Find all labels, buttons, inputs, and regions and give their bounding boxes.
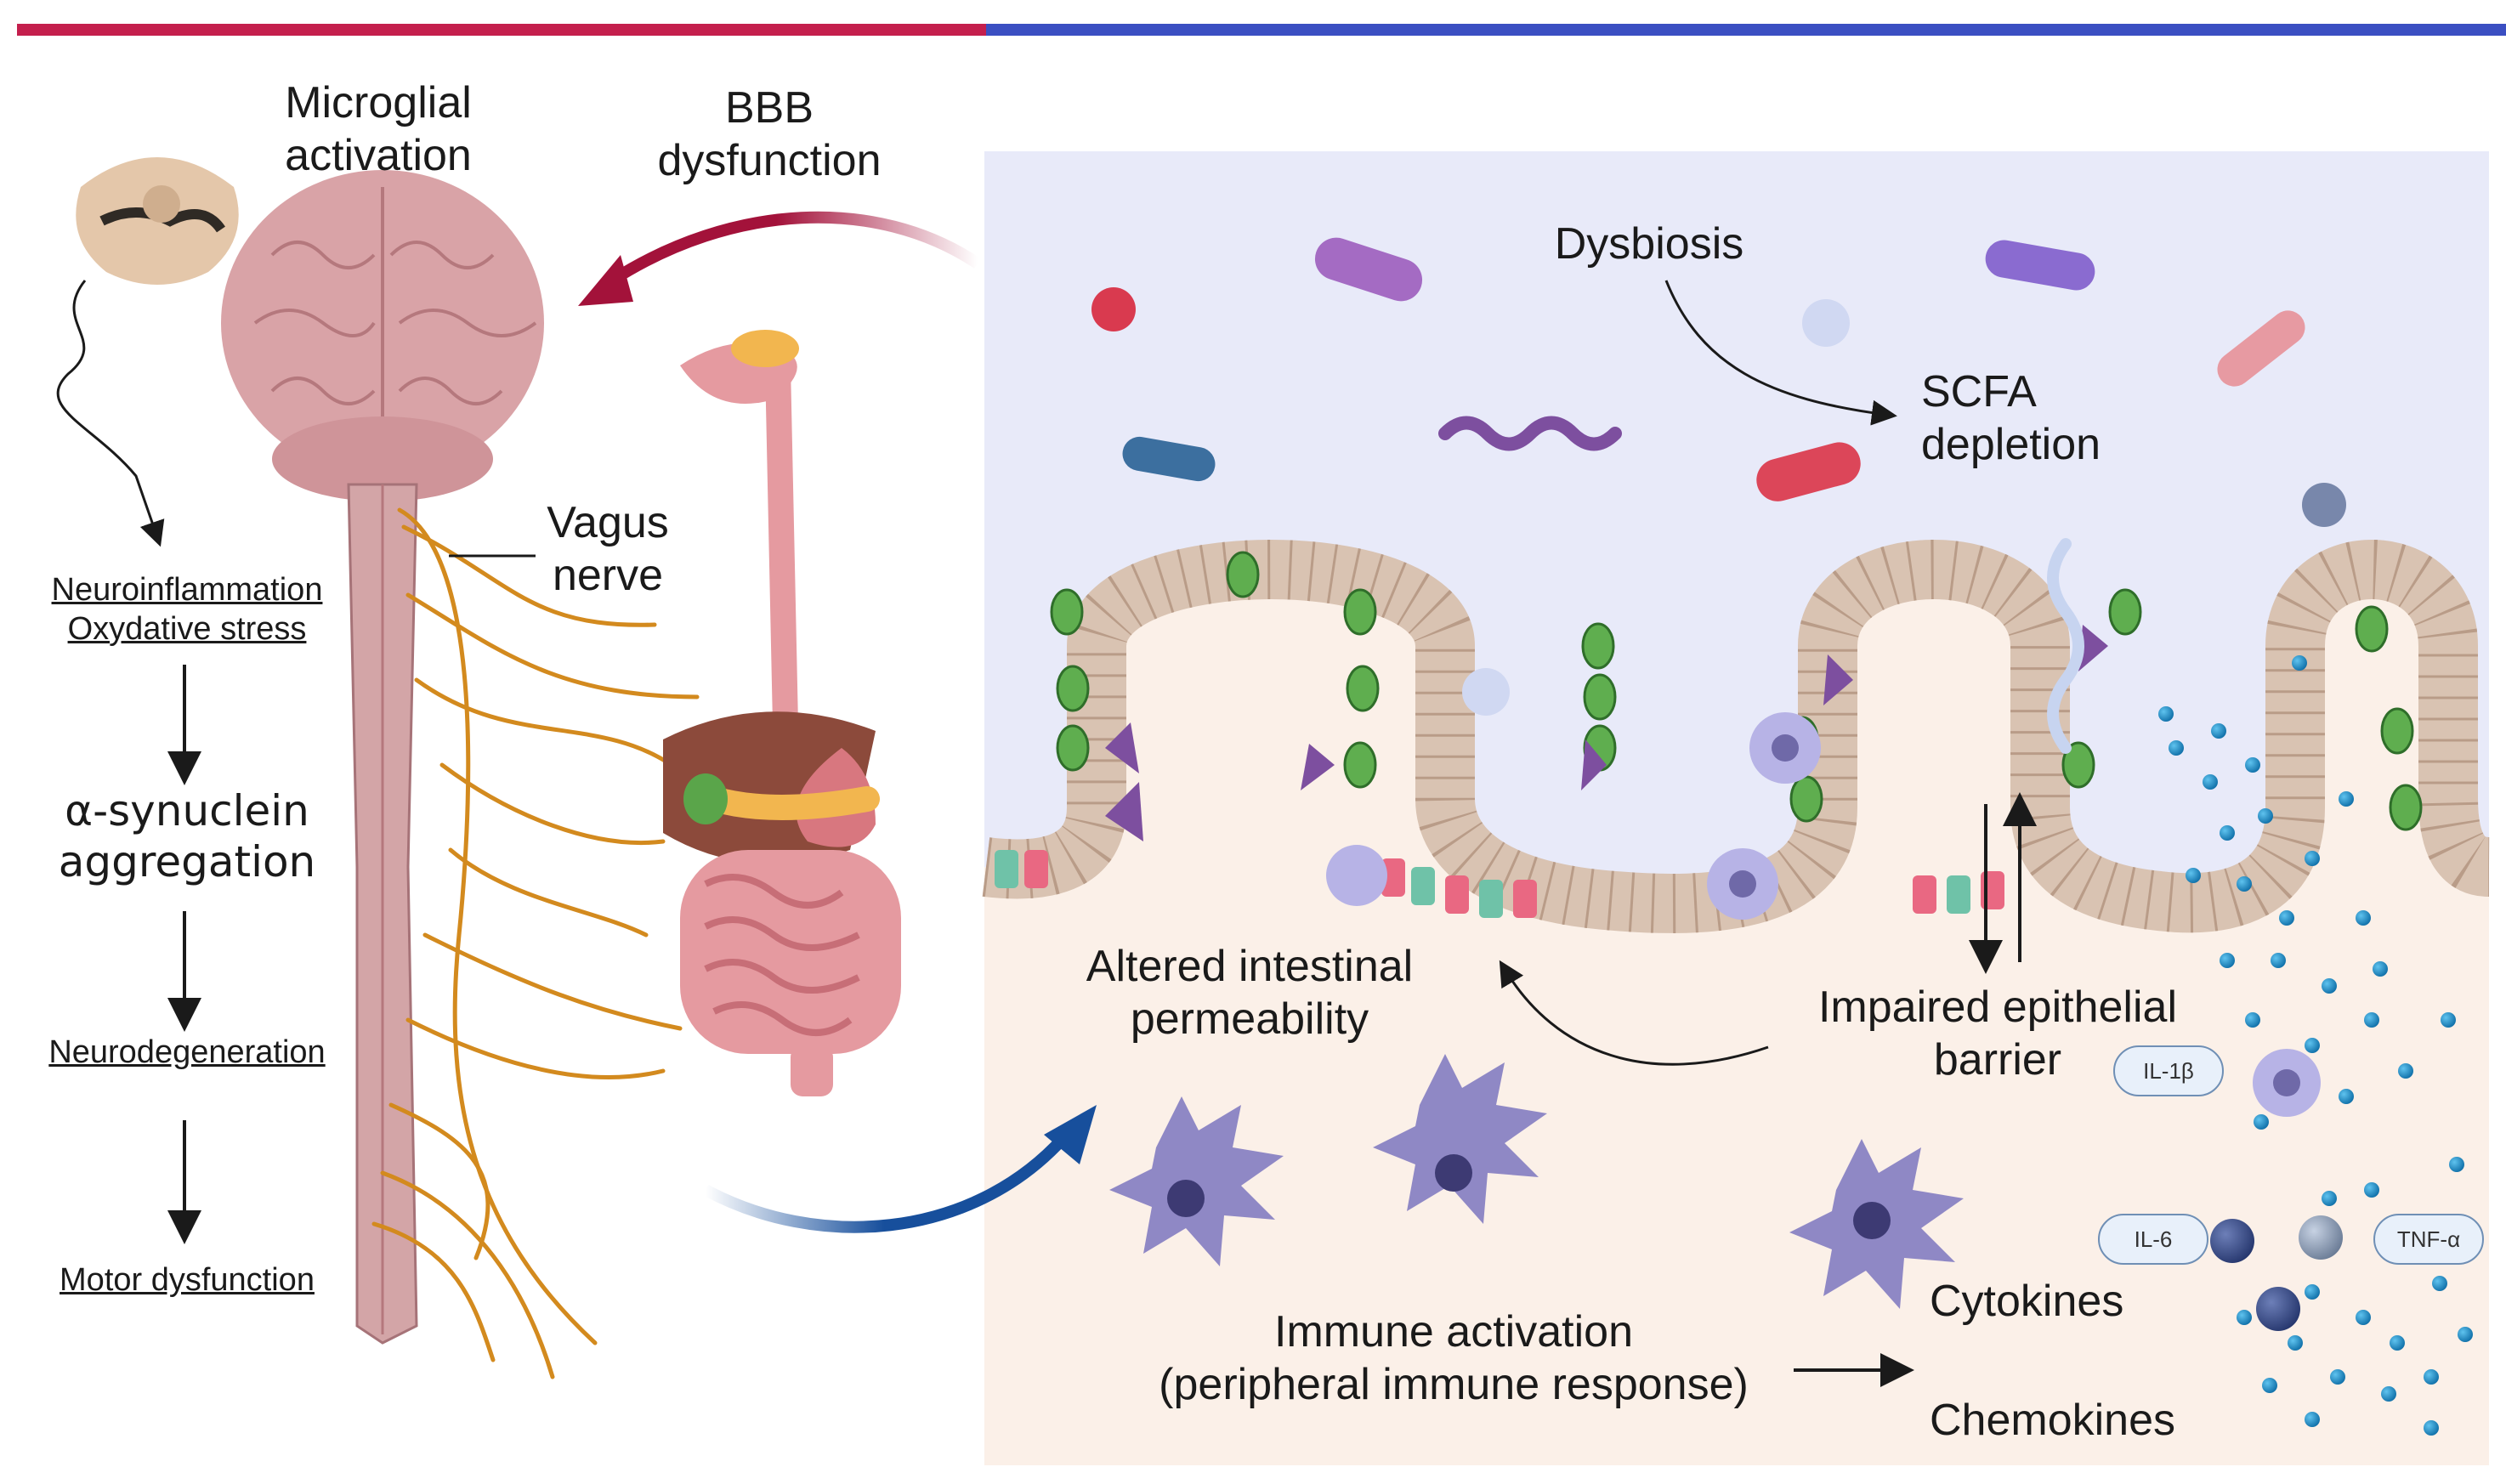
barrier-line-1: Impaired epithelial — [1817, 983, 2178, 1032]
cytokine-dots — [2158, 655, 2473, 1436]
dysbiosis-arrow — [1664, 280, 1897, 426]
neuroinflammation-line-2: Oxydative stress — [67, 610, 307, 647]
barrier-line-2: barrier — [1933, 1035, 2062, 1085]
microglial-line-1: Microglial — [285, 78, 472, 127]
scfa-line-1: SCFA — [1921, 367, 2037, 416]
digestive-system — [663, 330, 901, 1096]
synuclein-line-1: α-synuclein — [65, 786, 309, 835]
il1b-badge: IL-1β — [2113, 1045, 2224, 1096]
bbb-line-2: dysfunction — [657, 136, 882, 186]
chemokines-label: Chemokines — [1930, 1396, 2176, 1445]
top-bar-right — [986, 24, 2506, 36]
epithelium — [982, 540, 2492, 933]
permeability-arrowhead — [1044, 1105, 1097, 1164]
top-bar-left — [17, 24, 986, 36]
vagus-nerve-label: Vagus nerve — [527, 496, 689, 603]
microglial-line-2: activation — [285, 131, 472, 181]
dysbiosis-label: Dysbiosis — [1554, 219, 1744, 269]
impaired-barrier-label: Impaired epithelial barrier — [1777, 981, 2219, 1087]
bacteria — [1091, 237, 2346, 754]
crypt-cells — [995, 850, 2004, 918]
neurodegeneration-label: Neurodegeneration — [48, 1034, 326, 1070]
synuclein-line-2: aggregation — [58, 837, 316, 886]
brainstem-slice — [76, 157, 239, 285]
enteroendocrine-cells — [1105, 625, 2108, 841]
motor-dysfunction-label: Motor dysfunction — [60, 1262, 315, 1298]
bbb-dysfunction-label: BBB dysfunction — [629, 82, 910, 188]
bbb-arrowhead — [578, 255, 633, 306]
permeability-line-1: Altered intestinal — [1086, 942, 1414, 991]
neuroinflammation-line-1: Neuroinflammation — [51, 572, 323, 608]
immune-cells — [1109, 712, 2321, 1309]
immune-line-1: Immune activation — [1274, 1307, 1633, 1357]
barrier-permeability-arrow — [1499, 960, 1769, 1066]
vagus-nerve-branches — [371, 507, 700, 1379]
scfa-depletion-label: SCFA depletion — [1921, 365, 2176, 472]
vagus-line-2: nerve — [552, 551, 664, 601]
vagus-line-1: Vagus — [547, 498, 669, 547]
brainstem-connector — [56, 280, 165, 547]
scfa-line-2: depletion — [1921, 420, 2101, 470]
bbb-arrow — [609, 211, 981, 286]
altered-permeability-label: Altered intestinal permeability — [1037, 940, 1462, 1046]
bbb-line-1: BBB — [724, 83, 814, 133]
il6-badge: IL-6 — [2098, 1214, 2208, 1265]
immune-line-2: (peripheral immune response) — [1159, 1360, 1749, 1410]
neuroinflammation-label: Neuroinflammation Oxydative stress — [17, 571, 357, 649]
cytokine-large-grey — [2299, 1215, 2343, 1260]
cytokine-large-dark-1 — [2210, 1219, 2254, 1263]
synuclein-label: α-synuclein aggregation — [34, 785, 340, 887]
permeability-arrow — [702, 1135, 1068, 1233]
permeability-line-2: permeability — [1130, 994, 1369, 1045]
immune-activation-label: Immune activation (peripheral immune res… — [1105, 1306, 1802, 1412]
cytokines-label: Cytokines — [1930, 1277, 2124, 1326]
cytokine-large-dark-2 — [2256, 1287, 2300, 1331]
tnfa-badge: TNF-α — [2373, 1214, 2484, 1265]
brain-illustration — [221, 170, 544, 501]
microglial-activation-label: Microglial activation — [255, 76, 502, 183]
